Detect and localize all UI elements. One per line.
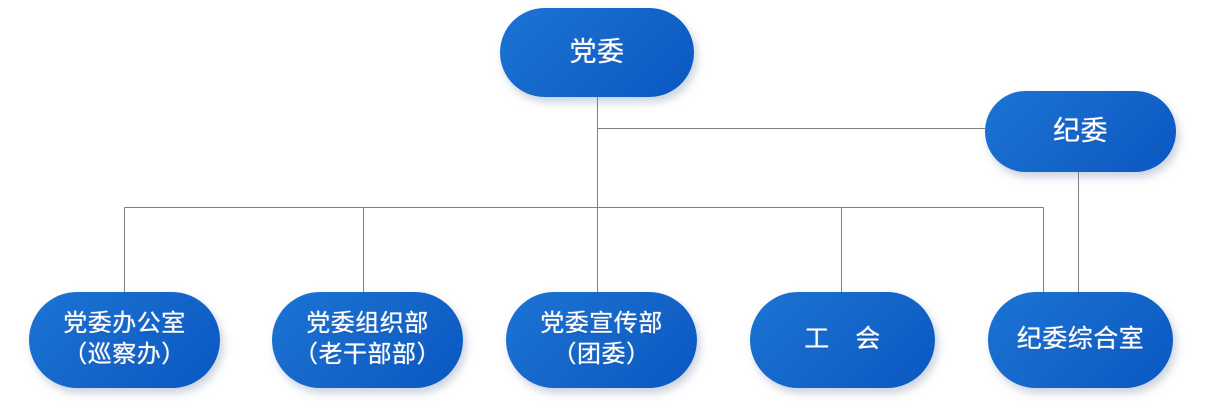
node-publicity-department-label: 党委宣传部 （团委） (540, 311, 663, 368)
node-organization-department[interactable]: 党委组织部 （老干部部） (272, 292, 463, 388)
node-organization-department-label: 党委组织部 （老干部部） (294, 311, 441, 368)
node-party-committee-label: 党委 (569, 37, 625, 68)
node-discipline-commission-label: 纪委 (1053, 116, 1108, 147)
node-party-committee[interactable]: 党委 (500, 8, 694, 97)
node-publicity-department[interactable]: 党委宣传部 （团委） (506, 292, 697, 388)
node-party-office-label: 党委办公室 （巡察办） (63, 311, 186, 368)
node-discipline-general-office[interactable]: 纪委综合室 (988, 292, 1173, 388)
node-discipline-general-office-label: 纪委综合室 (1016, 326, 1145, 353)
node-labor-union[interactable]: 工 会 (750, 292, 935, 388)
node-labor-union-label: 工 会 (804, 326, 881, 353)
node-party-office[interactable]: 党委办公室 （巡察办） (29, 292, 220, 388)
node-discipline-commission[interactable]: 纪委 (985, 91, 1176, 172)
